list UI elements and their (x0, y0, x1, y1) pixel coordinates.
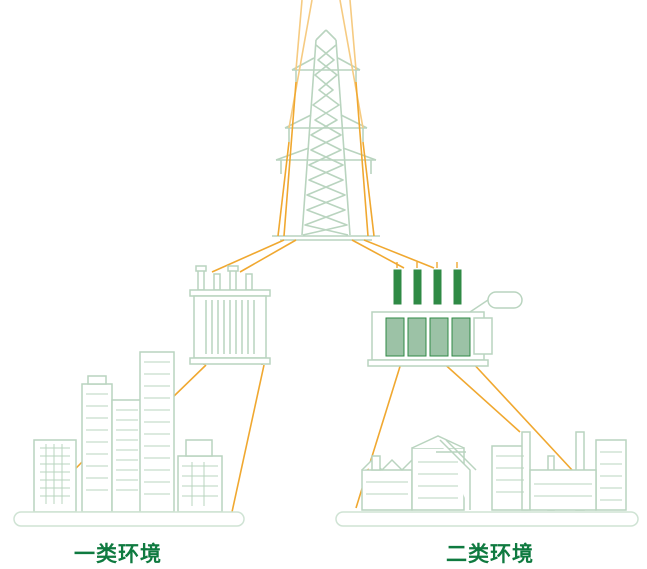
transmission-tower-icon (272, 29, 380, 241)
city-buildings-icon (13, 351, 245, 527)
industrial-plant-icon (335, 431, 639, 527)
class-two-environment-label: 二类环境 (446, 542, 534, 566)
class-one-environment-label: 一类环境 (74, 542, 162, 566)
power-transformer-icon (367, 262, 523, 367)
city-windows (40, 361, 218, 506)
distribution-transformer-icon (189, 265, 271, 365)
industry-windows (366, 451, 622, 501)
